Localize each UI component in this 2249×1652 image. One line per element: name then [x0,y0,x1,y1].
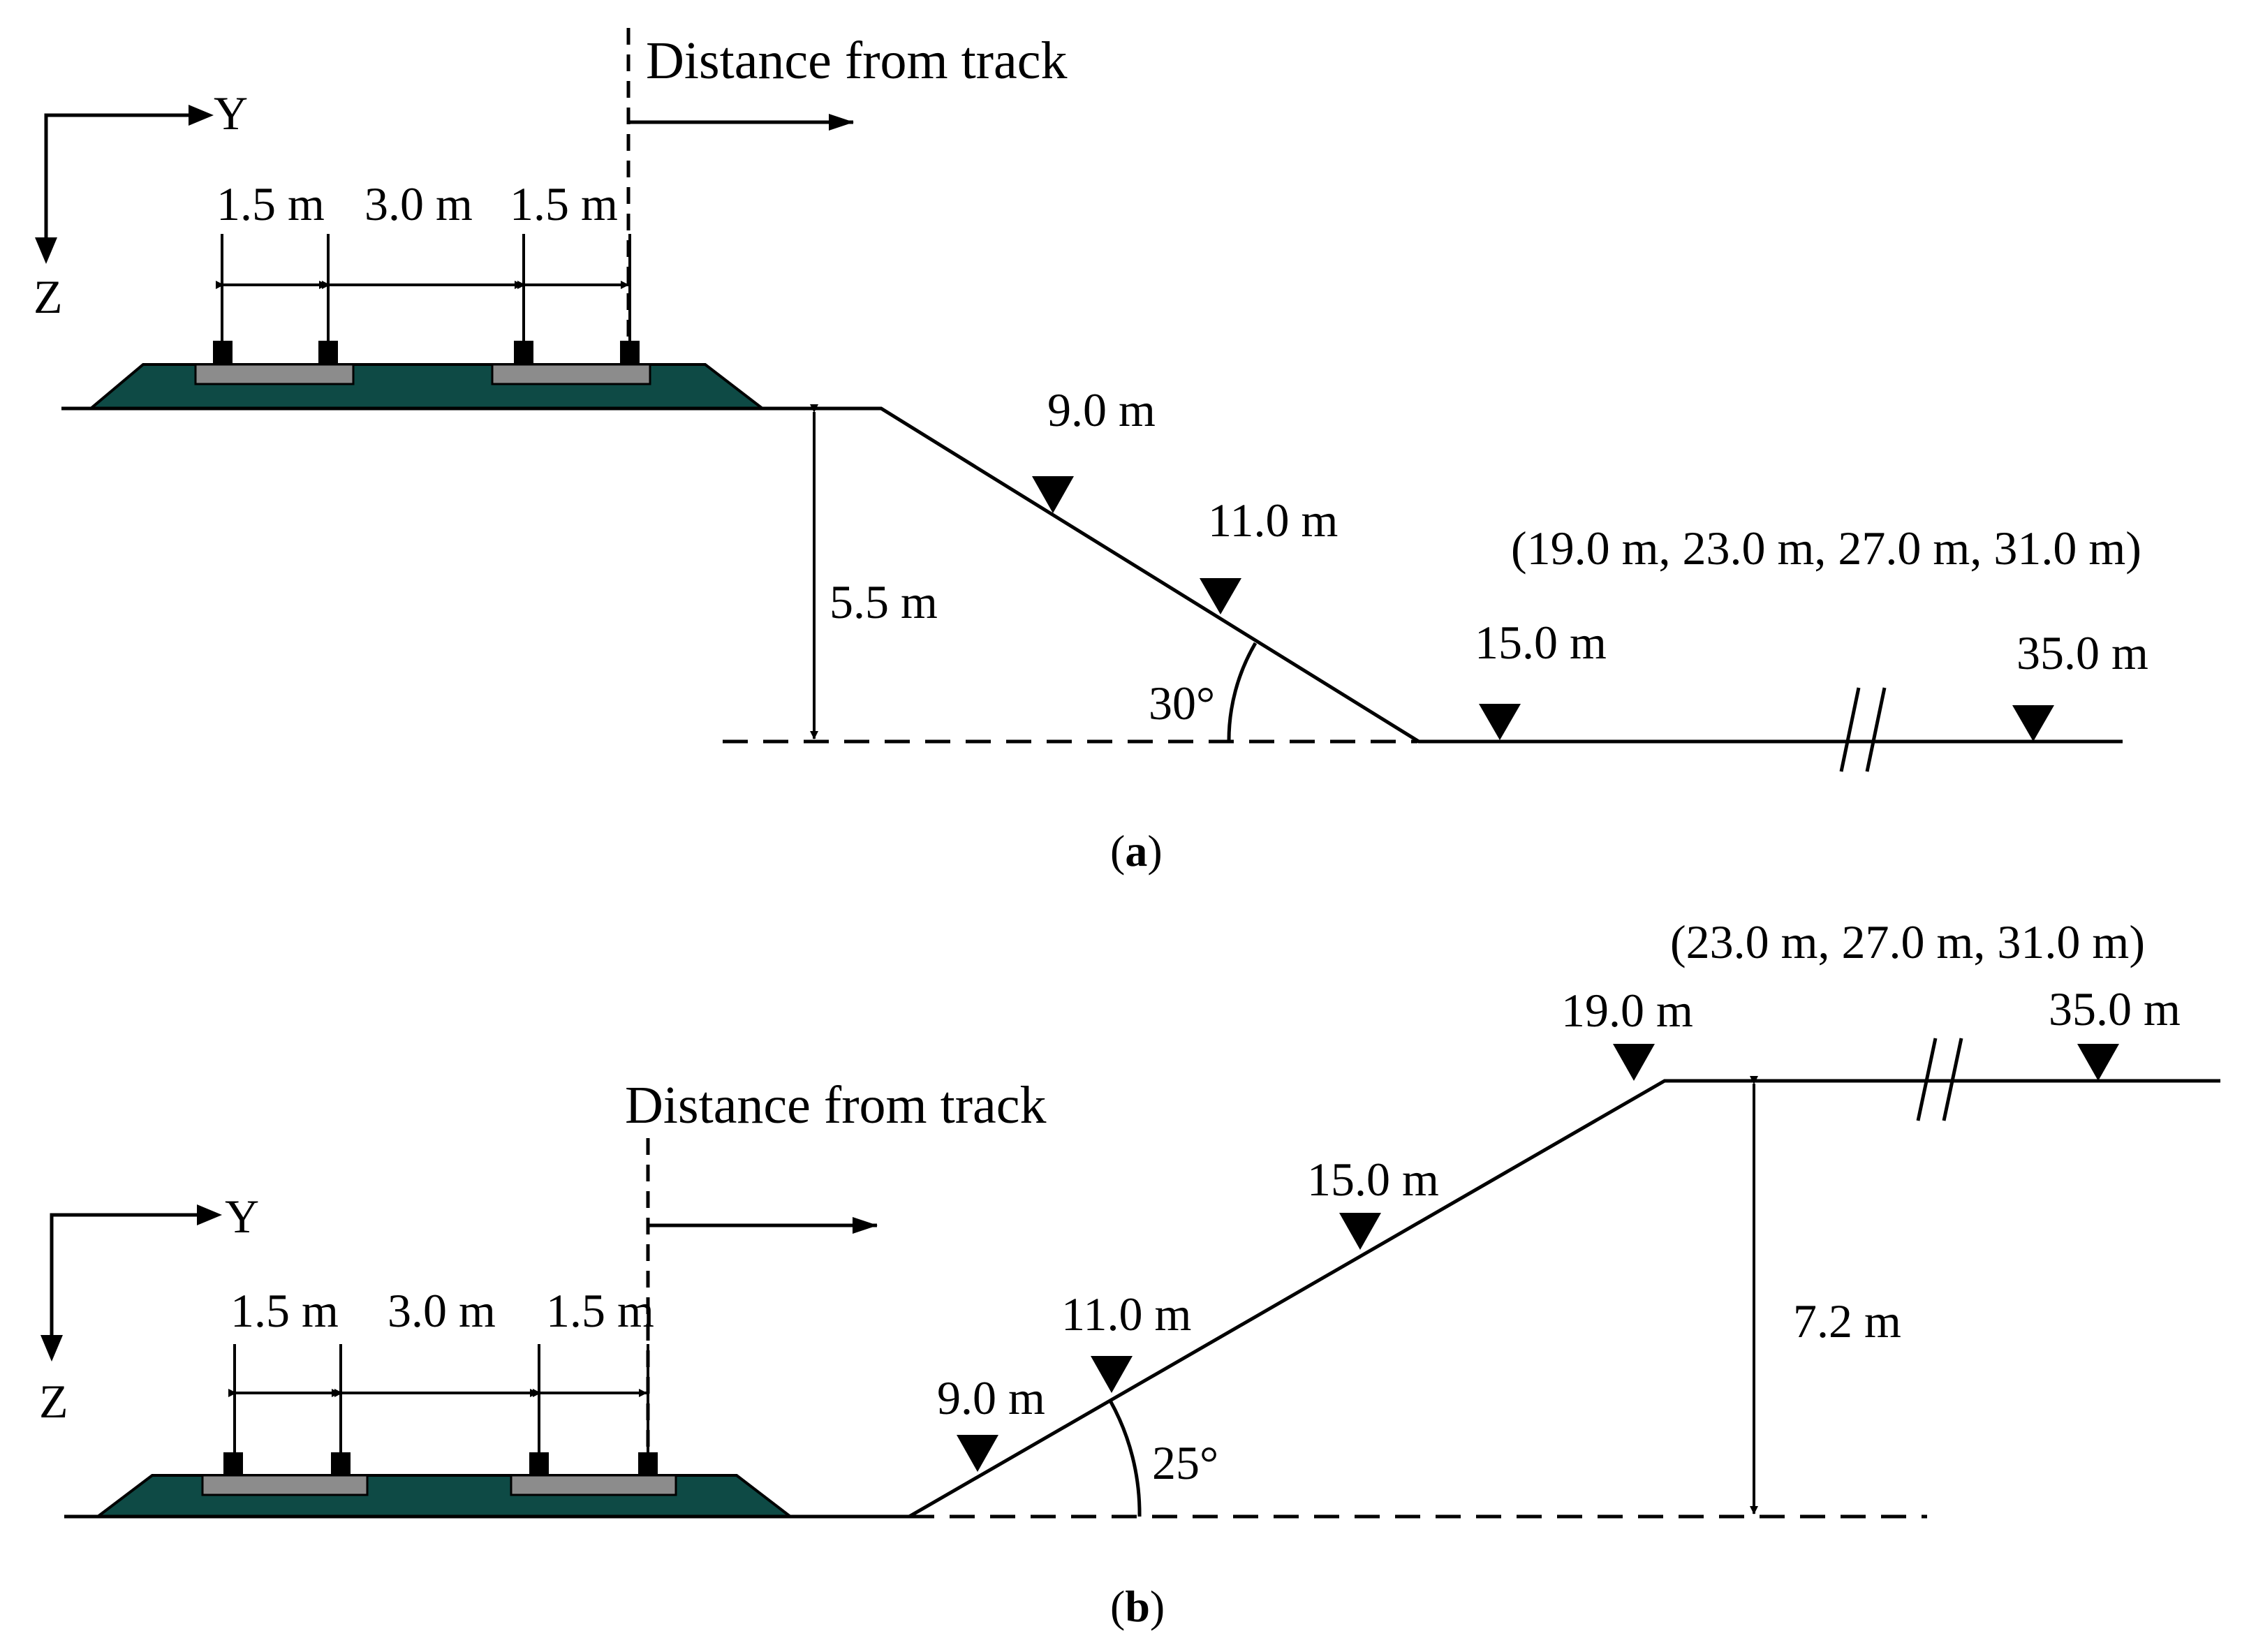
marker-label-15m-a: 15.0 m [1475,616,1607,669]
caption-b: (b) [1110,1581,1165,1631]
rail-4-b [638,1452,658,1475]
distance-label-a: Distance from track [646,31,1068,90]
angle-arc-b [1108,1399,1142,1517]
marker-19m-b [1613,1044,1655,1081]
rail-1-b [223,1452,243,1475]
dim-label-1-a: 1.5 m [216,177,325,230]
group-label-b: (23.0 m, 27.0 m, 31.0 m) [1670,915,2145,968]
distance-label-b: Distance from track [625,1076,1047,1135]
axis-y-line-b [50,1213,197,1341]
rail-3-b [529,1452,549,1475]
break-mark-2-a [1865,687,1887,772]
axis-y-arrow-b [197,1204,222,1225]
caption-a: (a) [1110,826,1163,876]
marker-label-19m-b: 19.0 m [1561,984,1693,1037]
break-mark-1-b [1916,1038,1938,1121]
rail-dimensions-a [216,234,631,341]
sleeper-right-a [491,363,651,385]
angle-label-b: 25° [1152,1436,1218,1489]
rail-2-a [318,341,338,364]
panel-b: Y Z Distance from track 1.5 m 3.0 m 1.5 … [39,915,2220,1631]
axes-b [40,1204,222,1362]
dim-label-3-b: 1.5 m [546,1284,654,1337]
marker-11m-b [1091,1356,1133,1393]
marker-label-15m-b: 15.0 m [1307,1153,1439,1206]
dim-label-2-b: 3.0 m [388,1284,496,1337]
rail-dimensions-b [228,1344,649,1452]
marker-label-35m-b: 35.0 m [2049,982,2181,1035]
height-label-a: 5.5 m [829,575,938,628]
height-label-b: 7.2 m [1793,1295,1901,1348]
break-mark-2-b [1942,1038,1963,1121]
dim-label-3-a: 1.5 m [510,177,618,230]
marker-label-9m-b: 9.0 m [937,1371,1045,1424]
break-mark-1-a [1839,687,1861,772]
marker-35m-b [2077,1044,2119,1081]
rail-1-a [213,341,233,364]
marker-label-9m-a: 9.0 m [1047,383,1156,436]
rail-2-b [331,1452,351,1475]
sleeper-right-b [510,1474,677,1496]
marker-9m-a [1032,476,1074,513]
ground-profile-b [64,1079,2220,1519]
rail-3-a [514,341,533,364]
marker-35m-a [2012,705,2054,742]
axis-z-label-b: Z [39,1375,68,1428]
ballast-a [87,363,767,410]
marker-label-35m-a: 35.0 m [2016,626,2148,679]
marker-label-11m-b: 11.0 m [1061,1288,1191,1341]
axis-y-line-a [44,113,189,251]
dim-label-2-a: 3.0 m [364,177,473,230]
angle-arc-a [1227,642,1258,742]
marker-15m-b [1339,1213,1381,1250]
axes-a [35,105,214,264]
rail-4-a [620,341,640,364]
axis-z-arrow-b [40,1335,63,1362]
angle-label-a: 30° [1149,677,1215,730]
axis-z-arrow-a [35,237,57,264]
marker-11m-a [1200,578,1241,614]
panel-a: Y Z Distance from track 1.5 m 3.0 m 1.5 … [34,28,2148,876]
sleeper-left-a [194,363,355,385]
marker-label-11m-a: 11.0 m [1208,494,1338,547]
sleeper-left-b [201,1474,369,1496]
marker-15m-a [1479,704,1521,740]
marker-9m-b [957,1435,998,1472]
axis-z-label-a: Z [34,270,63,323]
dim-label-1-b: 1.5 m [230,1284,339,1337]
axis-y-label-a: Y [214,87,248,140]
ground-profile-a [61,406,2123,744]
axis-y-arrow-a [189,105,214,126]
group-label-a: (19.0 m, 23.0 m, 27.0 m, 31.0 m) [1511,522,2141,575]
axis-y-label-b: Y [225,1190,259,1243]
